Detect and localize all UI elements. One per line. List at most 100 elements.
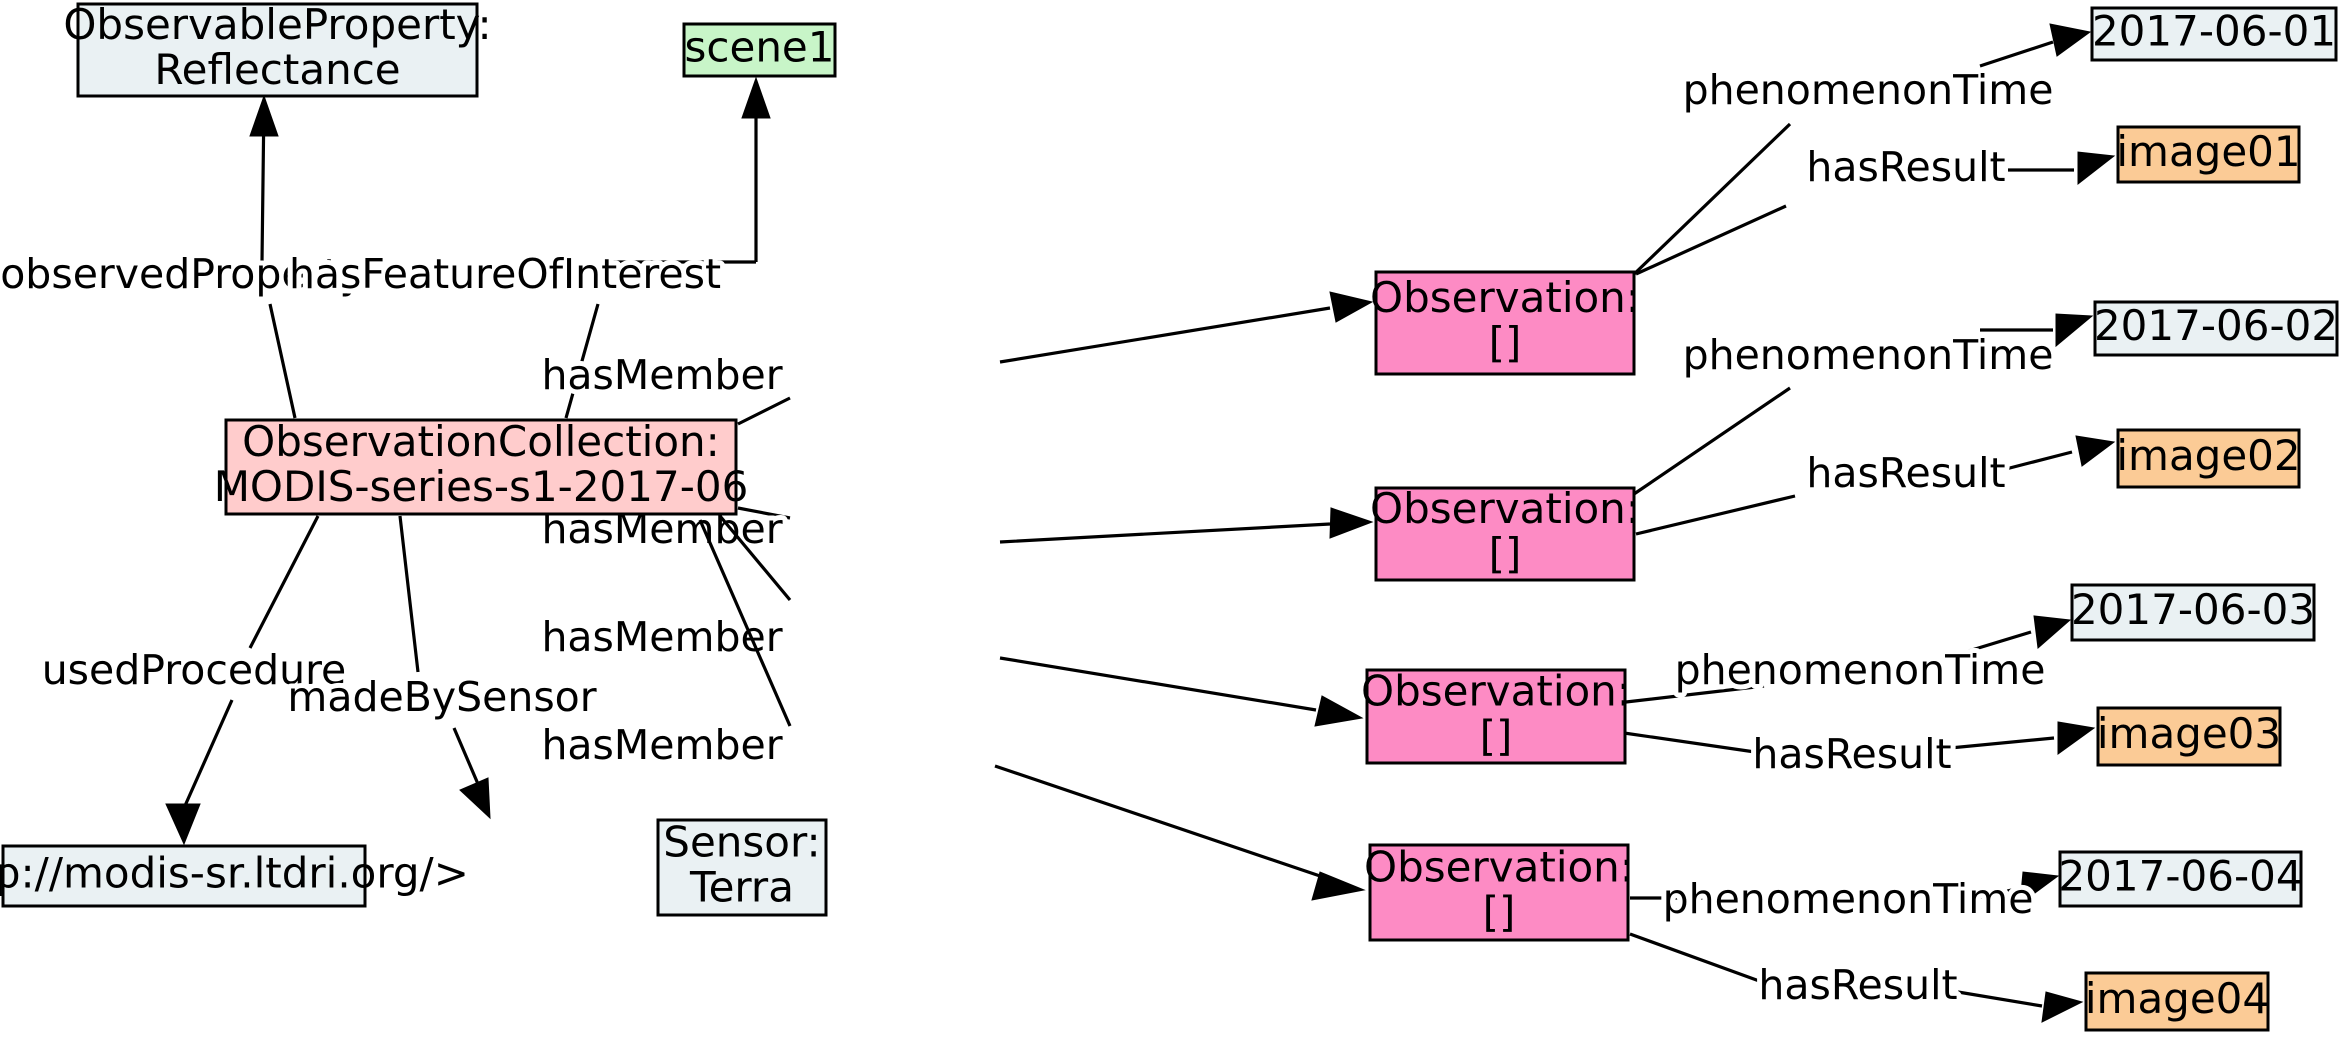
node-box-observation-4[interactable] <box>1368 843 1630 942</box>
arrowhead-has-feature-of-interest <box>741 76 771 119</box>
edge-label-has-member-4: hasMember <box>541 721 782 769</box>
node-observation-2[interactable]: Observation:[] <box>1370 484 1640 582</box>
node-box-image-3[interactable] <box>2096 706 2282 767</box>
arrowhead-has-result-2 <box>2075 435 2116 467</box>
edge-label-has-result-2: hasResult <box>1806 449 2005 497</box>
arrowhead-phenomenon-time-1 <box>2049 23 2092 57</box>
edge-label-halo-phenomenon-time-2: phenomenonTime <box>1683 331 2054 379</box>
node-label-observable-property-line-1: Reflectance <box>154 45 400 94</box>
node-label-image-4-line-0: image04 <box>2085 974 2269 1023</box>
node-box-image-1[interactable] <box>2116 125 2301 184</box>
arrowhead-has-member-3 <box>1314 695 1364 727</box>
node-label-observation-2-line-1: [] <box>1489 529 1522 578</box>
node-label-date-4-line-0: 2017-06-04 <box>2058 852 2302 901</box>
node-box-observable-property[interactable] <box>76 2 479 98</box>
edge-line-made-by-sensor <box>398 515 480 785</box>
node-box-observation-collection[interactable] <box>224 418 738 516</box>
node-box-sensor-terra[interactable] <box>656 818 828 917</box>
node-box-date-2[interactable] <box>2093 300 2339 357</box>
edge-label-has-result-1: hasResult <box>1806 143 2005 191</box>
edge-label-made-by-sensor: madeBySensor <box>287 673 596 721</box>
node-box-date-4[interactable] <box>2058 850 2303 908</box>
node-observable-property[interactable]: ObservableProperty:Reflectance <box>63 0 492 98</box>
arrowhead-has-member-2 <box>1329 507 1374 539</box>
node-box-image-2[interactable] <box>2116 428 2301 489</box>
node-label-date-2-line-0: 2017-06-02 <box>2094 301 2338 350</box>
arrowhead-phenomenon-time-4 <box>2019 871 2060 906</box>
edge-label-has-member-3: hasMember <box>541 613 782 661</box>
node-box-image-4[interactable] <box>2084 971 2270 1032</box>
node-label-observation-collection-line-1: MODIS-series-s1-2017-06 <box>214 462 749 511</box>
edge-has-member-4: hasMember hasMember <box>536 519 1366 901</box>
node-label-sensor-terra-line-0: Sensor: <box>663 817 820 866</box>
node-label-date-3-line-0: 2017-06-03 <box>2071 585 2315 634</box>
node-image-2[interactable]: image02 <box>2116 428 2301 489</box>
node-date-3[interactable]: 2017-06-03 <box>2070 583 2316 642</box>
edge-line-used-procedure <box>182 515 320 809</box>
edge-line-has-result-4 <box>1629 932 2043 1008</box>
node-label-date-1-line-0: 2017-06-01 <box>2092 7 2336 56</box>
node-observation-3[interactable]: Observation:[] <box>1361 666 1631 765</box>
node-label-observation-collection-line-0: ObservationCollection: <box>242 417 720 466</box>
arrowhead-has-result-3 <box>2057 721 2096 755</box>
node-sensor-terra[interactable]: Sensor:Terra <box>656 817 828 917</box>
node-label-observation-1-line-0: Observation: <box>1370 273 1640 322</box>
edge-line-has-result-3 <box>1623 731 2055 754</box>
edge-label-has-feature-of-interest: hasFeatureOfInterest <box>289 250 721 298</box>
edge-label-halo-has-result-4: hasResult <box>1758 961 1957 1009</box>
edge-label-halo-phenomenon-time-1: phenomenonTime <box>1683 66 2054 114</box>
edge-label-halo-made-by-sensor: madeBySensor <box>287 673 596 721</box>
node-date-2[interactable]: 2017-06-02 <box>2093 300 2339 357</box>
arrowhead-has-member-1 <box>1329 291 1374 323</box>
node-box-scene1[interactable] <box>682 22 837 78</box>
node-image-4[interactable]: image04 <box>2084 971 2270 1032</box>
edge-line-phenomenon-time-1 <box>1628 40 2054 280</box>
node-image-1[interactable]: image01 <box>2116 125 2301 184</box>
edge-label-halo-phenomenon-time-3: phenomenonTime <box>1675 646 2046 694</box>
node-box-used-procedure-target[interactable] <box>1 844 367 908</box>
node-observation-collection[interactable]: ObservationCollection:MODIS-series-s1-20… <box>214 417 749 516</box>
node-image-3[interactable]: image03 <box>2096 706 2282 767</box>
edge-line-has-result-2 <box>1635 450 2073 536</box>
node-box-date-3[interactable] <box>2070 583 2316 642</box>
edge-label-halo-has-member-3: hasMember <box>541 613 782 661</box>
node-label-sensor-terra-line-1: Terra <box>689 863 794 912</box>
edge-label-halo-has-result-2: hasResult <box>1806 449 2005 497</box>
edge-label-phenomenon-time-2: phenomenonTime <box>1683 331 2054 379</box>
arrowhead-used-procedure <box>165 803 201 846</box>
node-label-scene1-line-0: scene1 <box>685 23 835 72</box>
edge-line-has-result-1 <box>1635 168 2074 276</box>
node-box-observation-1[interactable] <box>1374 270 1636 376</box>
node-box-observation-3[interactable] <box>1365 668 1627 765</box>
node-observation-1[interactable]: Observation:[] <box>1370 270 1640 376</box>
edges-layer: observedPropertyobservedPropertyhasFeatu… <box>0 23 2116 1023</box>
node-observation-4[interactable]: Observation:[] <box>1364 842 1634 942</box>
node-label-image-1-line-0: image01 <box>2116 127 2300 176</box>
node-label-used-procedure-target-line-0: <http://modis-sr.ltdri.org/> <box>0 849 469 898</box>
node-date-4[interactable]: 2017-06-04 <box>2058 850 2303 908</box>
node-label-observation-1-line-1: [] <box>1489 318 1522 367</box>
node-used-procedure-target[interactable]: <http://modis-sr.ltdri.org/> <box>0 844 469 908</box>
edge-line-has-member-1 <box>737 306 1331 426</box>
node-box-date-1[interactable] <box>2090 6 2338 62</box>
node-box-observation-2[interactable] <box>1374 486 1636 582</box>
edge-line-has-member-3 <box>718 514 1317 712</box>
edge-label-halo-used-procedure: usedProcedure <box>42 646 347 694</box>
node-label-observation-4-line-0: Observation: <box>1364 842 1634 891</box>
edge-label-has-member-1: hasMember <box>541 351 782 399</box>
node-scene1[interactable]: scene1 <box>682 22 837 78</box>
arrowhead-has-member-4 <box>1311 871 1366 901</box>
node-date-1[interactable]: 2017-06-01 <box>2090 6 2338 62</box>
